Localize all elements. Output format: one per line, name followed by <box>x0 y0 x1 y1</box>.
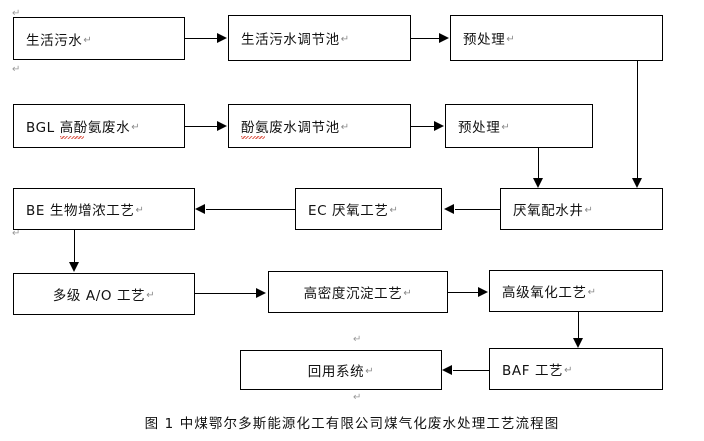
node-high-density-settling[interactable]: 高密度沉淀工艺↵ <box>268 271 448 313</box>
connector-bgl-to-phenoltank <box>185 126 219 127</box>
pilcrow-icon: ↵ <box>403 288 413 299</box>
node-pretreatment-2[interactable]: 预处理↵ <box>445 104 593 148</box>
node-be-bio-thickening[interactable]: BE 生物增浓工艺↵ <box>13 188 195 230</box>
arrowhead-sewage-to-regtank <box>217 32 227 43</box>
pilcrow-icon: ↵ <box>365 366 375 377</box>
connector-baf-to-reuse <box>453 370 490 371</box>
node-domestic-regulate-tank[interactable]: 生活污水调节池↵ <box>228 15 411 61</box>
node-phenol-regulate-tank[interactable]: 酚氨废水调节池↵ <box>228 104 411 148</box>
connector-be-to-ao-vertical <box>74 230 75 264</box>
arrowhead-ao-to-settling <box>256 287 266 298</box>
node-multistage-ao[interactable]: 多级 A/O 工艺↵ <box>13 273 195 315</box>
paragraph-mark-stray-3: ↵ <box>12 228 21 239</box>
pilcrow-icon: ↵ <box>135 205 145 216</box>
paragraph-mark-stray-1: ↵ <box>12 8 21 19</box>
spellcheck-underline-1 <box>60 136 84 139</box>
arrowhead-well-to-ec <box>444 203 454 214</box>
node-ec-anaerobic[interactable]: EC 厌氧工艺↵ <box>295 188 442 230</box>
node-reuse-system-label: 回用系统↵ <box>307 364 375 380</box>
arrowhead-pretreat1-to-well <box>631 178 642 188</box>
connector-well-to-ec <box>455 209 501 210</box>
node-bgl-phenol-ammonia-label: BGL 高酚氨废水↵ <box>26 120 141 136</box>
pilcrow-icon: ↵ <box>340 122 350 133</box>
node-domestic-sewage-label: 生活污水↵ <box>26 32 93 49</box>
paragraph-mark-stray-2: ↵ <box>12 64 21 75</box>
pilcrow-icon: ↵ <box>587 287 597 298</box>
node-advanced-oxidation[interactable]: 高级氧化工艺↵ <box>489 270 663 312</box>
arrowhead-bgl-to-phenoltank <box>217 120 227 131</box>
node-domestic-regulate-tank-label: 生活污水调节池↵ <box>241 32 350 48</box>
node-pretreatment-1[interactable]: 预处理↵ <box>450 15 663 61</box>
arrowhead-ec-to-be <box>195 203 205 214</box>
pilcrow-icon: ↵ <box>584 205 594 216</box>
pilcrow-icon: ↵ <box>506 34 516 45</box>
pilcrow-icon: ↵ <box>131 122 141 133</box>
connector-phenoltank-to-pretreat2 <box>411 126 435 127</box>
arrowhead-phenoltank-to-pretreat2 <box>434 120 444 131</box>
arrowhead-pretreat2-to-well <box>532 178 543 188</box>
arrowhead-settling-to-oxidation <box>478 286 488 297</box>
node-advanced-oxidation-label: 高级氧化工艺↵ <box>502 285 597 301</box>
node-ec-anaerobic-label: EC 厌氧工艺↵ <box>308 203 399 219</box>
paragraph-mark-stray-4: ↵ <box>353 334 362 345</box>
pilcrow-icon: ↵ <box>501 122 511 133</box>
node-be-bio-thickening-label: BE 生物增浓工艺↵ <box>26 203 145 219</box>
connector-pretreat2-to-well-vertical <box>538 148 539 180</box>
node-high-density-settling-label: 高密度沉淀工艺↵ <box>303 286 413 302</box>
arrowhead-regtank-to-pretreat1 <box>439 32 449 43</box>
node-anaerobic-water-well-label: 厌氧配水井↵ <box>513 203 594 219</box>
connector-regtank-to-pretreat1 <box>411 38 440 39</box>
node-phenol-regulate-tank-label: 酚氨废水调节池↵ <box>241 120 350 136</box>
connector-pretreat1-to-well-vertical <box>637 61 638 180</box>
node-pretreatment-1-label: 预处理↵ <box>463 32 516 48</box>
spellcheck-underline-2 <box>241 136 265 139</box>
node-baf-process[interactable]: BAF 工艺↵ <box>489 348 663 390</box>
node-reuse-system[interactable]: 回用系统↵ <box>240 350 442 390</box>
arrowhead-be-to-ao <box>68 262 79 272</box>
pilcrow-icon: ↵ <box>83 34 93 46</box>
paragraph-mark-stray-5: ↵ <box>353 392 362 403</box>
connector-sewage-to-regtank <box>185 38 219 39</box>
node-domestic-sewage[interactable]: 生活污水↵ <box>13 17 185 60</box>
connector-ao-to-settling <box>195 293 257 294</box>
arrowhead-oxidation-to-baf <box>572 338 583 348</box>
pilcrow-icon: ↵ <box>340 34 350 45</box>
arrowhead-baf-to-reuse <box>442 364 452 375</box>
connector-oxidation-to-baf-vertical <box>578 312 579 340</box>
node-multistage-ao-label: 多级 A/O 工艺↵ <box>52 288 156 304</box>
node-anaerobic-water-well[interactable]: 厌氧配水井↵ <box>500 188 663 230</box>
connector-ec-to-be <box>206 209 296 210</box>
connector-settling-to-oxidation <box>448 292 479 293</box>
node-baf-process-label: BAF 工艺↵ <box>502 363 574 379</box>
node-bgl-phenol-ammonia[interactable]: BGL 高酚氨废水↵ <box>13 104 185 148</box>
pilcrow-icon: ↵ <box>146 290 156 301</box>
pilcrow-icon: ↵ <box>564 365 574 376</box>
pilcrow-icon: ↵ <box>389 205 399 216</box>
node-pretreatment-2-label: 预处理↵ <box>458 120 511 136</box>
figure-caption: 图 1 中煤鄂尔多斯能源化工有限公司煤气化废水处理工艺流程图 <box>144 416 560 432</box>
